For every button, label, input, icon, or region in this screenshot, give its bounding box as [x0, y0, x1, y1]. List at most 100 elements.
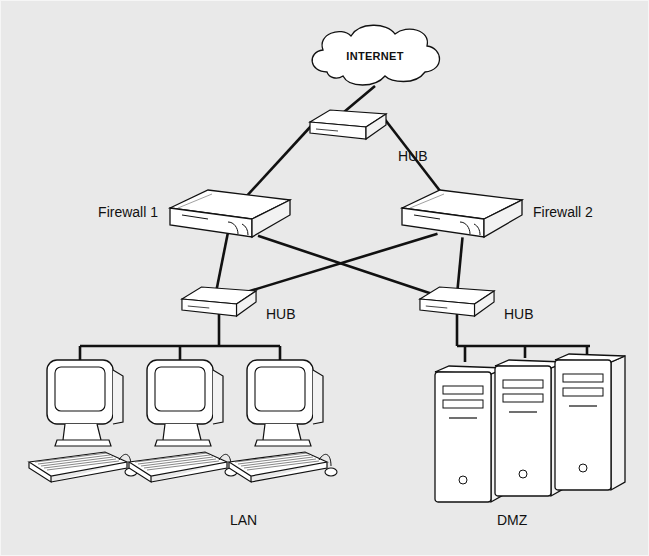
cloud-label: INTERNET	[346, 50, 403, 63]
monitor-side	[313, 370, 323, 424]
keyboard-keys	[141, 457, 213, 466]
hub-detail	[316, 129, 338, 131]
drive-slot	[569, 405, 597, 406]
monitor-side	[213, 370, 223, 424]
drive-bay	[503, 380, 543, 388]
keyboard-keys	[38, 455, 110, 464]
drive-bay	[563, 374, 603, 382]
device-label: Firewall 2	[533, 204, 593, 220]
keyboard	[29, 452, 127, 482]
internet-cloud: INTERNET	[305, 20, 445, 88]
network-cable	[258, 236, 441, 297]
keyboard-keys	[247, 461, 319, 470]
drive-bay	[443, 386, 483, 394]
firewall-top-line	[178, 194, 212, 208]
server-front	[435, 372, 491, 502]
hub-picture	[180, 285, 258, 319]
device-label: DMZ	[497, 512, 527, 528]
drive-bay	[503, 394, 543, 402]
keyboard-keys	[147, 461, 219, 470]
firewall-picture	[168, 188, 293, 240]
monitor-screen	[155, 367, 205, 411]
monitor-screen	[255, 367, 305, 411]
drive-slot	[449, 417, 477, 418]
keyboard-keys	[47, 461, 119, 470]
server-front	[495, 366, 551, 496]
monitor-case	[247, 360, 313, 424]
hub-picture	[308, 108, 388, 142]
monitor-stand	[155, 424, 211, 446]
device-label: HUB	[266, 306, 296, 322]
device-label: LAN	[230, 512, 257, 528]
power-button	[519, 470, 527, 478]
hub-side	[366, 114, 386, 139]
firewall-detail	[414, 215, 480, 235]
firewall-detail	[182, 215, 248, 235]
power-button	[459, 476, 467, 484]
firewall-front	[402, 208, 484, 237]
keyboard-keys	[241, 457, 313, 466]
keyboard-keys	[235, 453, 307, 462]
hub-side	[475, 291, 495, 316]
network-cable	[215, 232, 228, 297]
server-side	[611, 356, 625, 490]
dmz-picture	[425, 346, 640, 536]
network-cable	[457, 237, 463, 295]
device-label: HUB	[398, 148, 428, 164]
hub-picture	[418, 285, 496, 319]
keyboard	[129, 452, 227, 482]
network-cable	[218, 314, 221, 346]
network-cable	[384, 118, 444, 196]
firewall-side	[484, 200, 522, 237]
hub-front	[310, 122, 366, 139]
hub-front	[420, 299, 475, 316]
keyboard-keys	[144, 459, 216, 468]
firewall-top-line	[410, 194, 444, 208]
cloud-outline	[312, 25, 439, 85]
dmz-group: DMZ	[425, 346, 640, 536]
firewall-side	[252, 200, 290, 237]
hub-detail	[426, 306, 447, 308]
firewall-device: Firewall 2	[400, 188, 525, 240]
hub-front	[182, 299, 237, 316]
monitor-case	[47, 360, 113, 424]
hub-side	[237, 291, 256, 316]
firewall-front	[170, 208, 252, 237]
network-cable	[246, 125, 313, 197]
monitor-stand	[55, 424, 111, 446]
keyboard-keys	[244, 459, 316, 468]
power-button	[579, 464, 587, 472]
hub-detail	[188, 306, 209, 308]
keyboard-keys	[44, 459, 116, 468]
keyboard-keys	[135, 453, 207, 462]
mouse-cable	[319, 454, 331, 466]
server-front	[555, 360, 611, 490]
hub-device: HUB	[180, 285, 258, 319]
monitor-stand	[255, 424, 311, 446]
lan-bus	[80, 346, 280, 360]
lan-picture	[15, 346, 335, 536]
network-cable	[344, 86, 375, 112]
firewall-device: Firewall 1	[168, 188, 293, 240]
drive-bay	[563, 388, 603, 396]
keyboard	[229, 452, 327, 482]
hub-device: HUB	[418, 285, 496, 319]
drive-slot	[509, 411, 537, 412]
device-label: HUB	[504, 306, 534, 322]
keyboard-keys	[238, 455, 310, 464]
monitor-side	[113, 370, 123, 424]
monitor-screen	[55, 367, 105, 411]
network-cable	[236, 234, 437, 295]
monitor-case	[147, 360, 213, 424]
firewall-picture	[400, 188, 525, 240]
lan-group: LAN	[15, 346, 335, 536]
keyboard-keys	[41, 457, 113, 466]
hub-device: HUB	[308, 108, 388, 142]
drive-bay	[443, 400, 483, 408]
network-cable	[456, 314, 459, 346]
mouse	[325, 468, 337, 476]
keyboard-keys	[138, 455, 210, 464]
keyboard-keys	[35, 453, 107, 462]
device-label: Firewall 1	[98, 204, 158, 220]
